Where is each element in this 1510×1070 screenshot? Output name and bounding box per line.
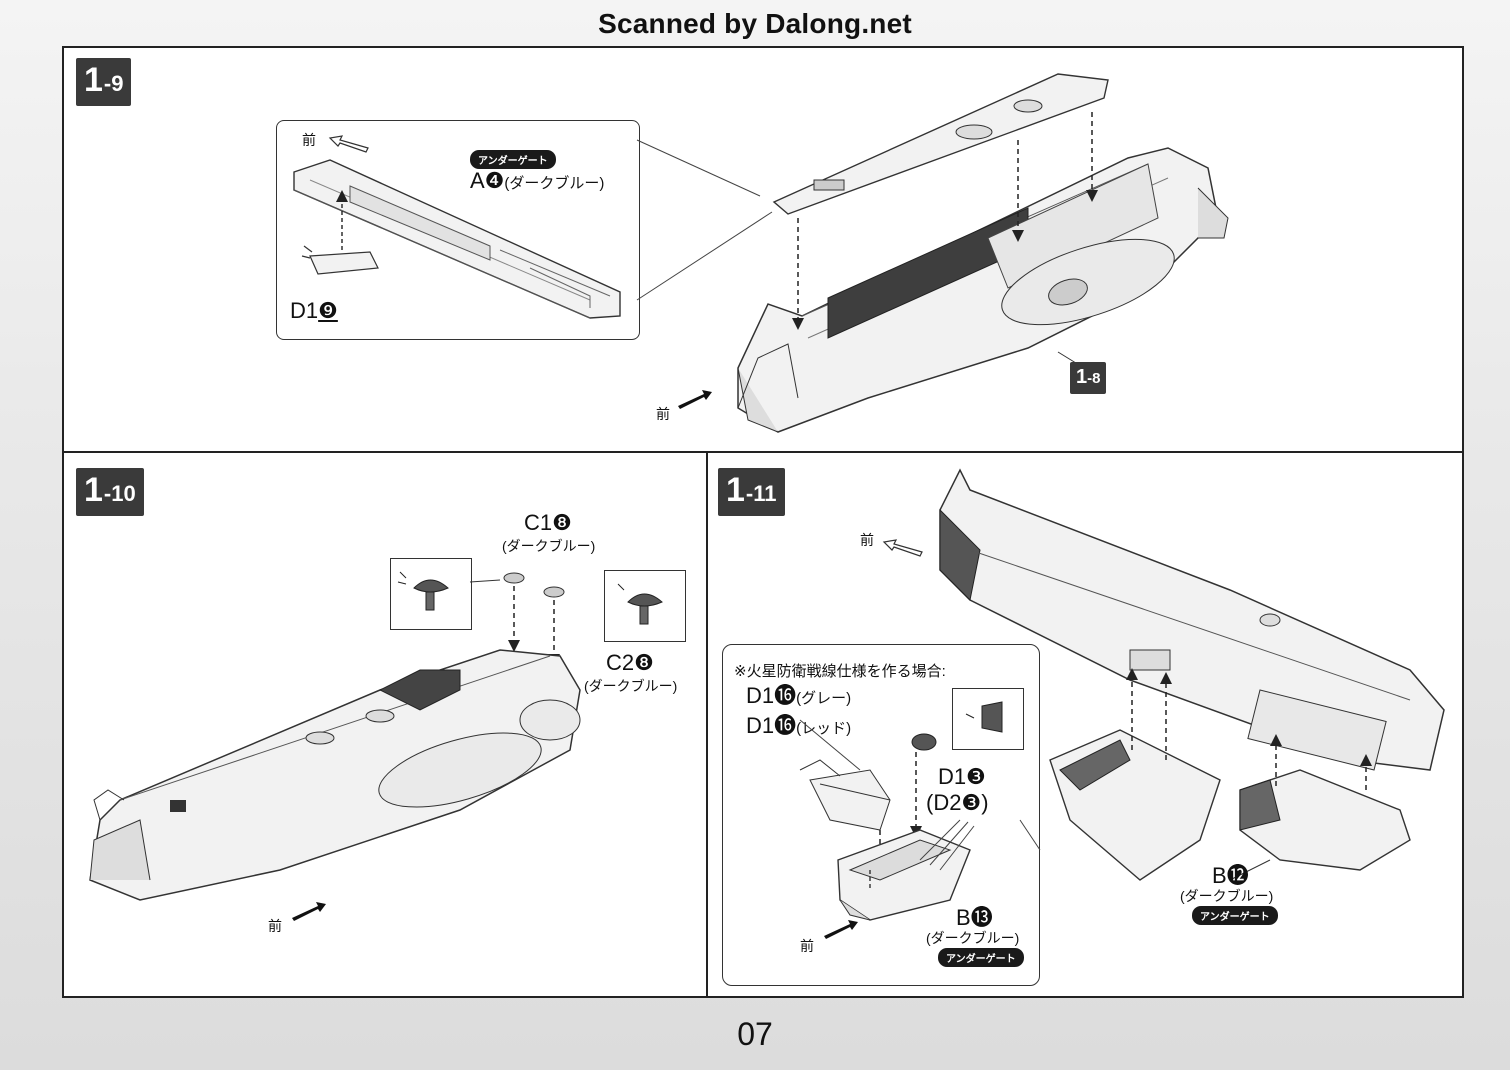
front-arrow-icon: [824, 920, 858, 939]
part-label-d1-16-red: D1⓰(レッド): [746, 713, 852, 738]
step-badge-1-9: 1-9: [76, 58, 132, 106]
part-label-d2-3: (D2❸): [926, 790, 989, 815]
under-gate-badge: アンダーゲート: [1192, 906, 1278, 925]
part-label-d1-9: D1❾: [290, 298, 338, 323]
front-arrow-icon: [678, 390, 712, 409]
nozzle-part-icon: [965, 701, 1003, 733]
front-label: 前: [800, 938, 814, 954]
part-label-a4: A❹(ダークブルー): [470, 168, 605, 193]
part-label-d1-16-gray: D1⓰(グレー): [746, 683, 852, 708]
scan-credit: Scanned by Dalong.net: [598, 8, 912, 39]
part-a4-drawing: [293, 159, 621, 319]
panel-divider-horizontal: [62, 451, 1464, 453]
front-arrow-icon: [328, 135, 369, 153]
part-color-c1: (ダークブルー): [502, 538, 596, 554]
front-label: 前: [268, 918, 282, 934]
under-gate-badge: アンダーゲート: [470, 150, 556, 169]
step-badge-1-11: 1-11: [718, 468, 785, 516]
part-label-b13: B⓭: [956, 905, 993, 930]
mushroom-part-icon: [617, 583, 663, 625]
mushroom-part-icon: [397, 571, 449, 611]
engine-block-assembly: [799, 719, 975, 921]
front-label: 前: [860, 532, 874, 548]
outer-hull-parts: [1019, 668, 1411, 881]
ship-assembly-1-9: [737, 73, 1229, 433]
ship-inverted-1-11: [939, 468, 1445, 771]
under-gate-badge: アンダーゲート: [938, 948, 1024, 967]
mars-defense-note: ※火星防衛戦線仕様を作る場合:: [734, 663, 946, 680]
part-label-d1-3: D1❸: [938, 764, 986, 789]
page-number: 07: [737, 1016, 773, 1052]
part-label-c1-8: C1❽: [524, 510, 572, 535]
step-badge-1-10: 1-10: [76, 468, 144, 516]
part-color-b12: (ダークブルー): [1180, 888, 1274, 904]
ship-assembly-1-10: [89, 572, 581, 901]
part-color-b13: (ダークブルー): [926, 930, 1020, 946]
step-badge-1-8: 1-8: [1070, 362, 1107, 394]
front-arrow-icon: [292, 902, 326, 921]
front-label: 前: [302, 132, 316, 148]
part-color-c2: (ダークブルー): [584, 678, 678, 694]
panel-divider-vertical: [706, 451, 708, 998]
part-label-b12: B⓬: [1212, 863, 1249, 888]
front-arrow-icon: [882, 539, 923, 557]
front-label: 前: [656, 406, 670, 422]
part-label-c2-8: C2❽: [606, 650, 654, 675]
